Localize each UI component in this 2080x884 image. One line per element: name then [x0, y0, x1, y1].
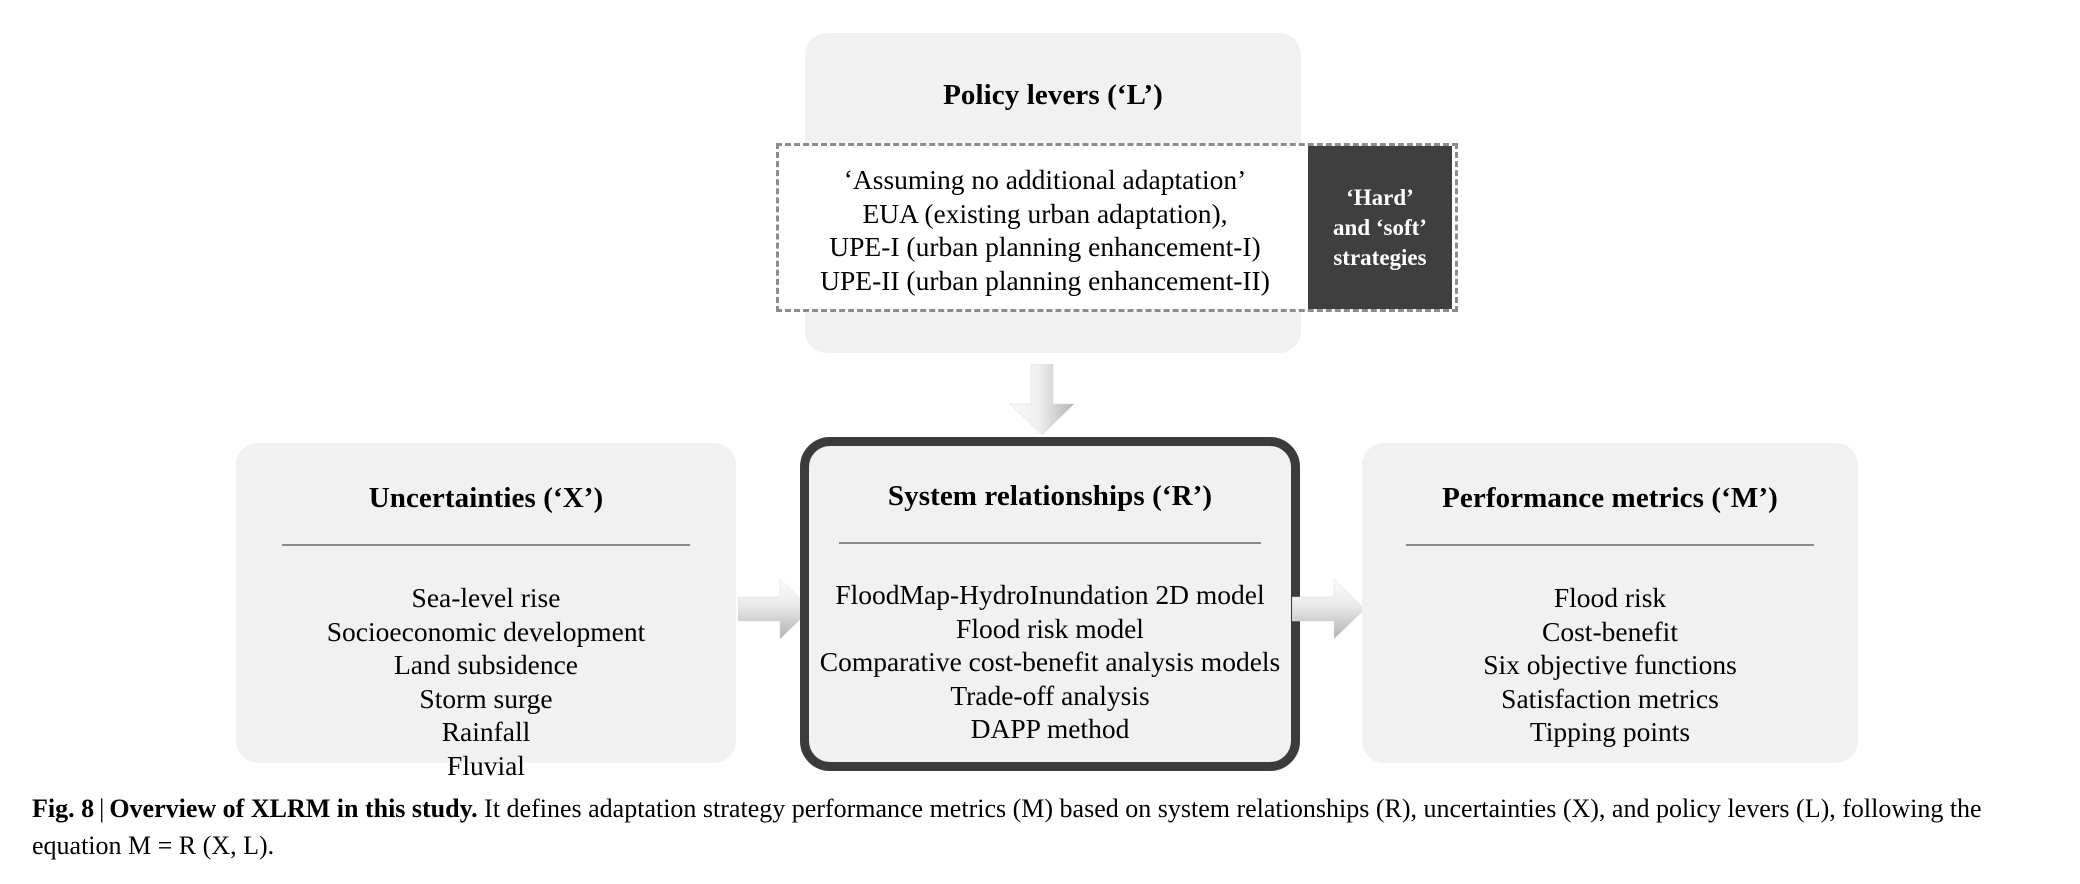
hard-soft-line: strategies [1333, 244, 1427, 270]
performance-metrics-title: Performance metrics (‘M’) [1442, 482, 1778, 514]
arrow-right-icon-system-to-performance [1292, 578, 1366, 640]
system-relationships-list: FloodMap-HydroInundation 2D model Flood … [803, 578, 1297, 746]
policy-lever-item: EUA (existing urban adaptation), [862, 197, 1228, 229]
performance-metrics-divider [1406, 544, 1814, 546]
policy-lever-item: ‘Assuming no additional adaptation’ [843, 164, 1247, 195]
uncertainties-divider [282, 544, 690, 546]
uncertainty-item: Fluvial [447, 749, 525, 781]
hard-and-soft-strategies-block: ‘Hard’ and ‘soft’ strategies [1308, 146, 1452, 309]
performance-metric-item: Flood risk [1553, 582, 1667, 613]
policy-levers-list: ‘Assuming no additional adaptation’ EUA … [785, 163, 1305, 297]
system-relationship-item: Trade-off analysis [950, 679, 1150, 711]
hard-and-soft-strategies-label: ‘Hard’ and ‘soft’ strategies [1333, 183, 1427, 273]
figure-caption-label: Fig. 8 [32, 794, 95, 823]
performance-metrics-card: Performance metrics (‘M’) Flood risk Cos… [1362, 443, 1858, 763]
performance-metrics-list: Flood risk Cost-benefit Six objective fu… [1362, 581, 1858, 749]
uncertainty-item: Rainfall [441, 716, 531, 747]
performance-metric-item: Cost-benefit [1542, 615, 1678, 647]
system-relationships-divider [839, 542, 1261, 544]
performance-metric-item: Six objective functions [1483, 649, 1737, 680]
uncertainty-item: Land subsidence [393, 649, 579, 680]
system-relationship-item: FloodMap-HydroInundation 2D model [835, 579, 1265, 610]
system-relationships-card: System relationships (‘R’) FloodMap-Hydr… [800, 437, 1300, 771]
hard-soft-line: ‘Hard’ [1346, 184, 1414, 210]
policy-lever-item: UPE-II (urban planning enhancement-II) [820, 264, 1270, 296]
uncertainties-list: Sea-level rise Socioeconomic development… [236, 581, 736, 782]
uncertainties-card: Uncertainties (‘X’) Sea-level rise Socio… [236, 443, 736, 781]
figure-caption: Fig. 8|Overview of XLRM in this study. I… [32, 790, 2052, 864]
uncertainties-title: Uncertainties (‘X’) [368, 482, 604, 514]
system-relationship-item: DAPP method [970, 713, 1130, 744]
hard-soft-line: and ‘soft’ [1333, 214, 1427, 240]
system-relationship-item: Flood risk model [956, 612, 1144, 644]
uncertainty-item: Sea-level rise [411, 582, 561, 613]
policy-lever-item: UPE-I (urban planning enhancement-I) [829, 231, 1261, 262]
performance-metric-item: Tipping points [1529, 716, 1691, 747]
policy-levers-title: Policy levers (‘L’) [943, 79, 1163, 111]
arrow-right-icon-uncertainties-to-system [738, 578, 812, 640]
arrow-down-icon [1009, 364, 1075, 436]
figure-caption-separator: | [99, 794, 105, 823]
system-relationship-item: Comparative cost-benefit analysis models [819, 646, 1281, 677]
system-relationships-title: System relationships (‘R’) [887, 480, 1213, 512]
figure-caption-title: Overview of XLRM in this study. [109, 794, 478, 823]
performance-metric-item: Satisfaction metrics [1501, 682, 1719, 714]
uncertainty-item: Storm surge [419, 682, 553, 714]
uncertainty-item: Socioeconomic development [326, 615, 646, 647]
figure-caption-body: It defines adaptation strategy performan… [32, 794, 1982, 860]
